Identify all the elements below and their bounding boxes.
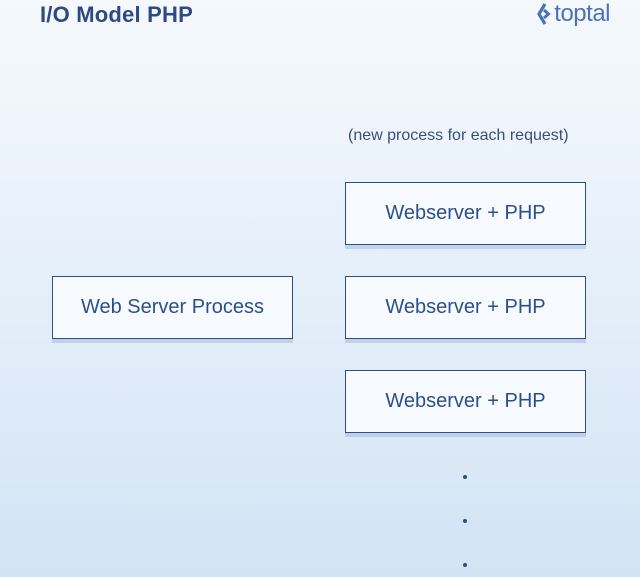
page-title: I/O Model PHP bbox=[40, 2, 193, 27]
box-label: Webserver + PHP bbox=[385, 296, 546, 318]
web-server-process-box: Web Server Process bbox=[52, 276, 293, 339]
logo-text: toptal bbox=[554, 0, 610, 27]
toptal-logo: toptal bbox=[536, 0, 610, 28]
box-label: Webserver + PHP bbox=[385, 202, 546, 224]
webserver-php-box-3: Webserver + PHP bbox=[345, 370, 586, 433]
continuation-dot bbox=[463, 563, 467, 567]
webserver-php-box-1: Webserver + PHP bbox=[345, 182, 586, 245]
continuation-dot bbox=[463, 519, 467, 523]
box-label: Webserver + PHP bbox=[385, 390, 546, 412]
toptal-logo-icon bbox=[536, 3, 552, 25]
box-label: Web Server Process bbox=[80, 296, 265, 318]
webserver-php-box-2: Webserver + PHP bbox=[345, 276, 586, 339]
process-note: (new process for each request) bbox=[348, 127, 569, 144]
continuation-dot bbox=[463, 475, 467, 479]
